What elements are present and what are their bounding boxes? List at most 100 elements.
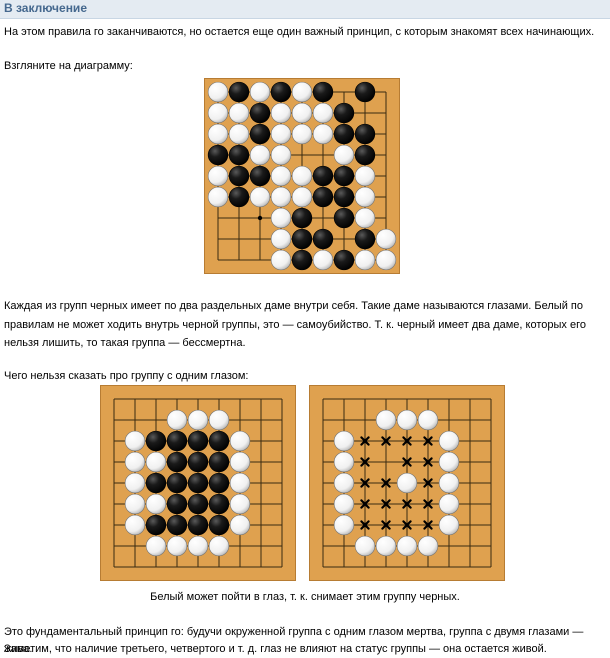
white-stone — [124, 514, 146, 536]
black-stone — [208, 493, 230, 515]
white-stone — [229, 472, 251, 494]
black-stone — [354, 123, 376, 145]
black-stone — [187, 451, 209, 473]
one-eye-text: Чего нельзя сказать про группу с одним г… — [4, 370, 249, 382]
white-stone — [375, 535, 397, 557]
eyes-paragraph-line-2: правилам не может ходить внутрь черной г… — [4, 319, 586, 331]
white-stone — [375, 228, 397, 250]
black-stone — [270, 81, 292, 103]
black-stone — [228, 144, 250, 166]
white-stone — [124, 472, 146, 494]
black-stone — [333, 186, 355, 208]
white-stone — [145, 535, 167, 557]
black-stone — [249, 165, 271, 187]
black-stone — [333, 207, 355, 229]
captured-mark — [381, 499, 391, 509]
captured-mark — [402, 520, 412, 530]
black-stone — [166, 493, 188, 515]
white-stone — [145, 493, 167, 515]
go-board-two-eyes — [204, 78, 400, 274]
captured-mark — [360, 457, 370, 467]
black-stone — [208, 430, 230, 452]
black-stone — [166, 472, 188, 494]
captured-mark — [402, 457, 412, 467]
black-stone — [166, 514, 188, 536]
captured-mark — [423, 478, 433, 488]
white-stone — [249, 81, 271, 103]
white-stone — [207, 165, 229, 187]
black-stone — [208, 451, 230, 473]
white-stone — [229, 451, 251, 473]
eyes-paragraph-line-1: Каждая из групп черных имеет по два разд… — [4, 300, 583, 312]
white-stone — [312, 249, 334, 271]
white-stone — [438, 451, 460, 473]
white-stone — [312, 102, 334, 124]
captured-mark — [381, 520, 391, 530]
white-stone — [229, 514, 251, 536]
white-stone — [124, 451, 146, 473]
white-stone — [354, 535, 376, 557]
white-stone — [333, 514, 355, 536]
black-stone — [249, 123, 271, 145]
white-stone — [417, 535, 439, 557]
captured-mark — [423, 499, 433, 509]
white-stone — [187, 535, 209, 557]
white-stone — [270, 186, 292, 208]
final-paragraph-line-1: Это фундаментальный принцип го: будучи о… — [4, 626, 584, 655]
black-stone — [312, 165, 334, 187]
black-stone — [312, 228, 334, 250]
white-stone — [166, 535, 188, 557]
black-stone — [291, 228, 313, 250]
white-stone — [145, 451, 167, 473]
white-stone — [270, 165, 292, 187]
black-stone — [208, 514, 230, 536]
white-stone — [396, 409, 418, 431]
white-stone — [417, 409, 439, 431]
black-stone — [312, 81, 334, 103]
white-stone — [270, 228, 292, 250]
white-stone — [291, 123, 313, 145]
captured-mark — [381, 436, 391, 446]
white-stone — [270, 144, 292, 166]
eyes-paragraph-line-3: нельзя лишить, то такая группа — бессмер… — [4, 337, 246, 349]
white-stone — [396, 472, 418, 494]
star-point — [257, 215, 263, 221]
black-stone — [333, 249, 355, 271]
white-stone — [354, 186, 376, 208]
white-stone — [270, 123, 292, 145]
white-stone — [166, 409, 188, 431]
black-stone — [228, 81, 250, 103]
white-stone — [208, 535, 230, 557]
white-stone — [229, 430, 251, 452]
white-stone — [291, 102, 313, 124]
white-stone — [291, 165, 313, 187]
black-stone — [354, 144, 376, 166]
captured-mark — [402, 436, 412, 446]
black-stone — [291, 207, 313, 229]
captured-mark — [423, 436, 433, 446]
section-title: В заключение — [4, 1, 87, 15]
black-stone — [187, 472, 209, 494]
white-stone — [229, 493, 251, 515]
white-stone — [438, 430, 460, 452]
white-stone — [270, 249, 292, 271]
black-stone — [354, 81, 376, 103]
black-stone — [187, 430, 209, 452]
white-stone — [396, 535, 418, 557]
black-stone — [166, 451, 188, 473]
go-board-one-eye — [100, 385, 296, 581]
captured-mark — [360, 478, 370, 488]
black-stone — [145, 514, 167, 536]
black-stone — [228, 186, 250, 208]
white-stone — [354, 165, 376, 187]
black-stone — [291, 249, 313, 271]
captured-mark — [360, 436, 370, 446]
section-header: В заключение — [0, 0, 610, 19]
white-stone — [249, 186, 271, 208]
white-stone — [333, 472, 355, 494]
captured-mark — [423, 457, 433, 467]
black-stone — [207, 144, 229, 166]
black-stone — [249, 102, 271, 124]
white-stone — [333, 144, 355, 166]
black-stone — [228, 165, 250, 187]
